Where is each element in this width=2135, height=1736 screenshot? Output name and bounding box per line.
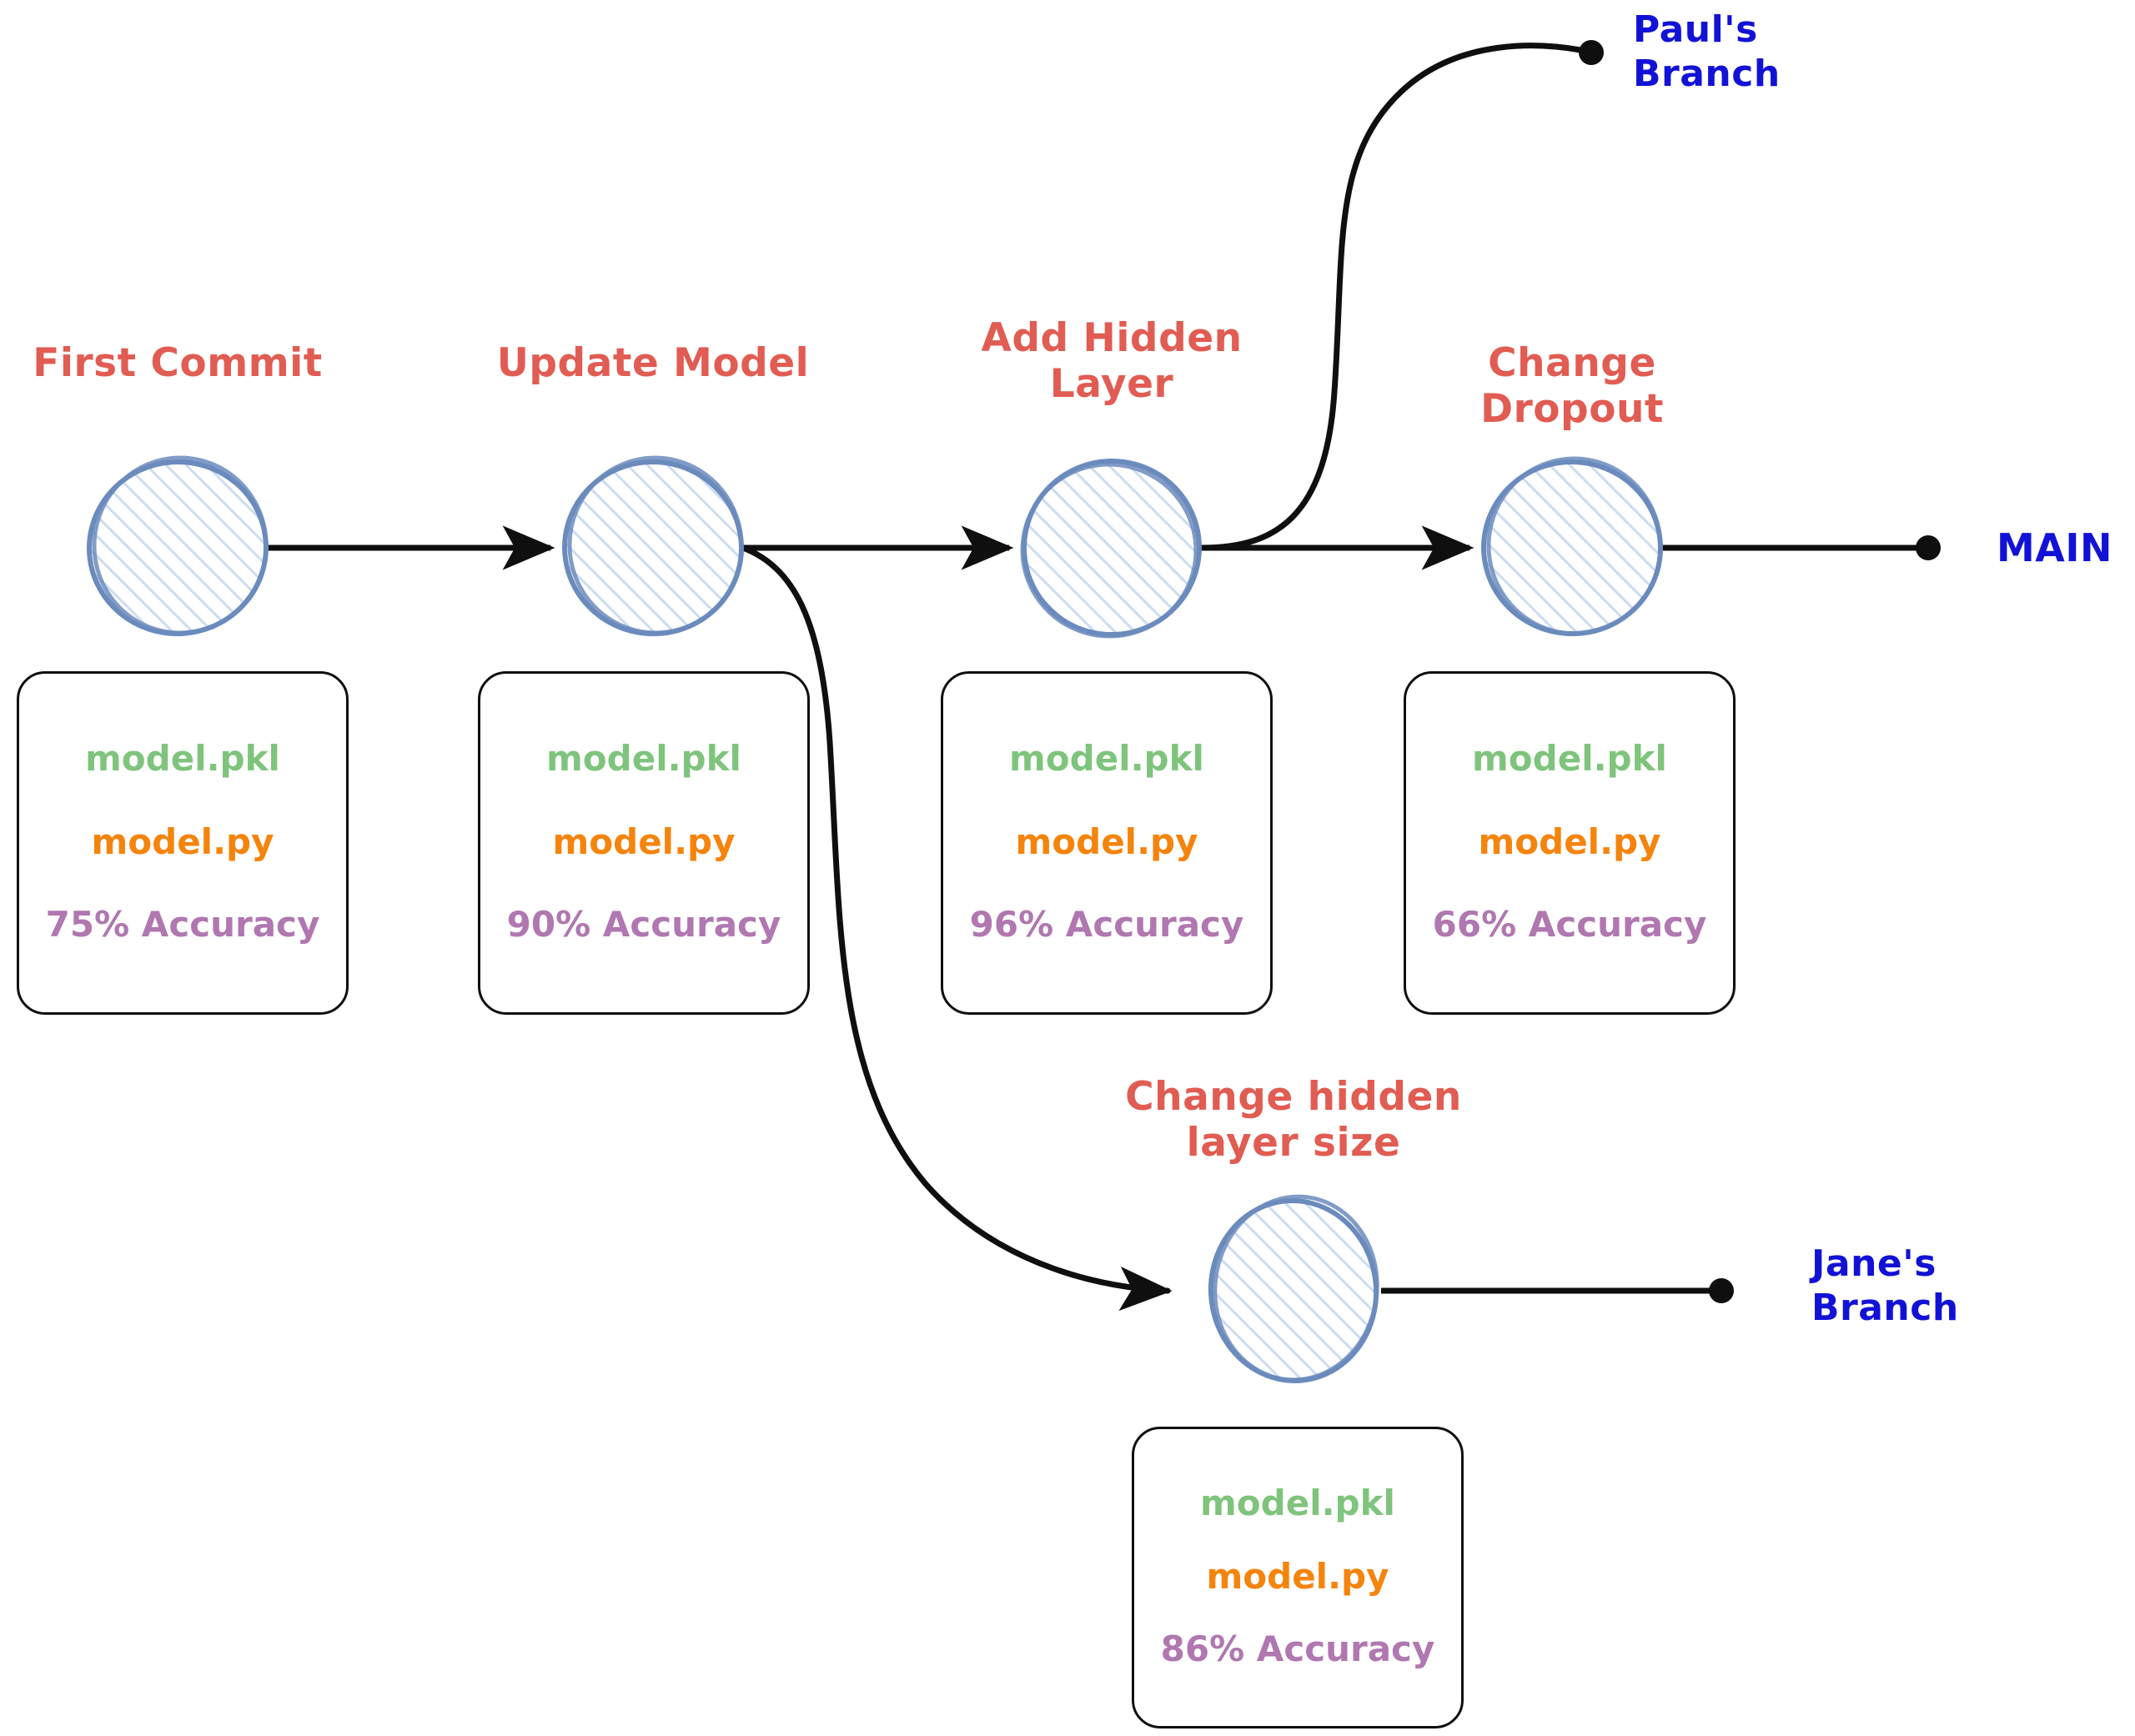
commit-node-change-hidden-layer-size[interactable] bbox=[1203, 1187, 1388, 1389]
branch-label-pauls-branch: Paul's Branch bbox=[1633, 8, 1781, 95]
artifact-model-py: model.py bbox=[1015, 820, 1198, 862]
artifact-model-pkl: model.pkl bbox=[1009, 737, 1204, 779]
accuracy-value: 96% Accuracy bbox=[969, 904, 1244, 946]
commit-node-first-commit[interactable] bbox=[83, 449, 274, 641]
commit-artifacts-box-change-hidden-layer-size: model.pkl model.py 86% Accuracy bbox=[1132, 1427, 1464, 1728]
artifact-model-pkl: model.pkl bbox=[1200, 1483, 1395, 1524]
commit-label-update-model: Update Model bbox=[496, 340, 810, 386]
commit-artifacts-box-update-model: model.pkl model.py 90% Accuracy bbox=[478, 671, 810, 1015]
accuracy-value: 86% Accuracy bbox=[1160, 1628, 1435, 1669]
commit-label-first-commit: First Commit bbox=[33, 340, 323, 386]
accuracy-value: 90% Accuracy bbox=[506, 904, 781, 946]
accuracy-value: 66% Accuracy bbox=[1432, 904, 1707, 946]
artifact-model-py: model.py bbox=[91, 820, 274, 862]
branch-label-main: MAIN bbox=[1997, 525, 2112, 570]
artifact-model-pkl: model.pkl bbox=[546, 737, 741, 779]
artifact-model-py: model.py bbox=[1206, 1555, 1389, 1597]
commit-label-change-dropout: Change Dropout bbox=[1480, 340, 1664, 433]
accuracy-value: 75% Accuracy bbox=[45, 904, 320, 946]
janes-branch-endpoint-dot bbox=[1709, 1278, 1734, 1303]
commit-node-change-dropout[interactable] bbox=[1478, 450, 1669, 642]
commit-node-update-model[interactable] bbox=[557, 448, 751, 643]
pauls-branch-endpoint-dot bbox=[1579, 40, 1604, 65]
artifact-model-py: model.py bbox=[552, 820, 736, 862]
commit-artifacts-box-add-hidden-layer: model.pkl model.py 96% Accuracy bbox=[941, 671, 1273, 1015]
pauls-branch-edge bbox=[1198, 40, 1604, 551]
main-branch-endpoint-dot bbox=[1916, 535, 1941, 560]
artifact-model-pkl: model.pkl bbox=[85, 737, 280, 779]
commit-node-add-hidden-layer[interactable] bbox=[1012, 453, 1208, 648]
commit-label-add-hidden-layer: Add Hidden Layer bbox=[981, 315, 1243, 408]
branch-label-janes-branch: Jane's Branch bbox=[1811, 1242, 1959, 1329]
commit-artifacts-box-first-commit: model.pkl model.py 75% Accuracy bbox=[17, 671, 349, 1015]
commit-label-change-hidden-layer-size: Change hidden layer size bbox=[1125, 1074, 1462, 1167]
artifact-model-pkl: model.pkl bbox=[1472, 737, 1667, 779]
main-branch-edges bbox=[268, 525, 1941, 570]
artifact-model-py: model.py bbox=[1478, 820, 1661, 862]
commit-artifacts-box-change-dropout: model.pkl model.py 66% Accuracy bbox=[1404, 671, 1736, 1015]
